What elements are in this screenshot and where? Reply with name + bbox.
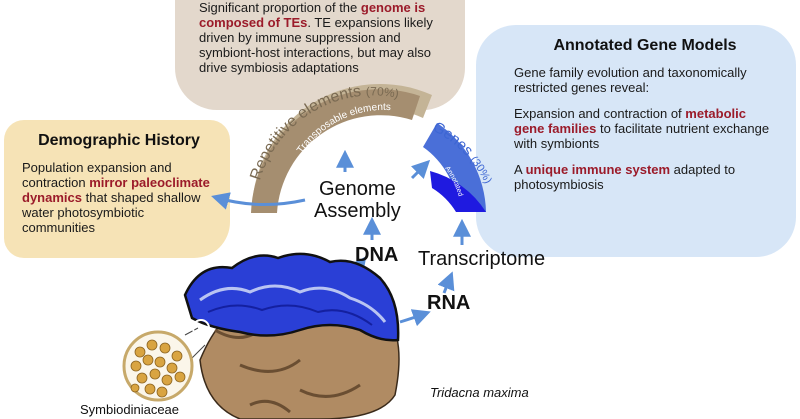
repetitive-ring-segment [251, 83, 432, 213]
te-highlight: genome is composed of TEs [199, 0, 426, 30]
gene-models-immune: A unique immune system adapted to photos… [514, 162, 776, 192]
te-text-part1: Significant proportion of the [199, 0, 361, 15]
arrow-rna-to-transcriptome [437, 271, 455, 294]
dna-label: DNA [355, 244, 399, 266]
genes-ring-segment [423, 123, 486, 212]
symbiont-label: Symbiodiniaceae [80, 402, 180, 417]
demographic-title: Demographic History [38, 132, 200, 149]
gene-models-title: Annotated Gene Models [553, 37, 737, 54]
demographic-history-callout: Demographic History Population expansion… [4, 120, 230, 258]
transcriptome-label: Transcriptome [418, 248, 546, 270]
demographic-highlight: mirror paleoclimate dynamics [22, 175, 210, 205]
genome-label-line1: Genome [318, 178, 396, 200]
immune-highlight: unique immune system [525, 162, 671, 177]
metabolic-text-part1: Expansion and contraction of [514, 106, 686, 121]
species-label: Tridacna maxima [430, 385, 529, 400]
genome-assembly-label: Genome Assembly [314, 178, 401, 222]
te-callout-text: Significant proportion of the genome is … [199, 0, 443, 75]
transposable-ring-segment [251, 89, 420, 213]
gene-models-metabolic: Expansion and contraction of metabolic g… [514, 106, 776, 151]
annotated-ring-segment [430, 171, 486, 212]
gene-models-intro: Gene family evolution and taxonomically … [514, 65, 747, 95]
demographic-text: Population expansion and contraction mir… [22, 160, 216, 235]
demographic-text-part2: that shaped shallow water photosymbiotic… [22, 190, 201, 235]
arrow-genome-to-demographic [211, 192, 306, 210]
te-text-part2: . TE expansions likely driven by immune … [199, 15, 433, 75]
immune-text-part1: A [514, 162, 526, 177]
genome-label-line2: Assembly [314, 200, 401, 222]
arrow-genome-to-genes [410, 159, 431, 180]
rna-label: RNA [427, 292, 471, 314]
symbiodiniaceae-inset [122, 319, 210, 402]
arrow-clam-to-rna [399, 309, 431, 327]
demographic-text-part1: Population expansion and contraction [22, 160, 172, 190]
te-proportion-callout: Significant proportion of the genome is … [175, 0, 465, 110]
immune-text-part2: adapted to photosymbiosis [514, 162, 736, 192]
metabolic-highlight: metabolic gene families [514, 106, 746, 136]
gene-models-callout: Annotated Gene Models Gene family evolut… [476, 25, 796, 257]
metabolic-text-part2: to facilitate nutrient exchange with sym… [514, 121, 770, 151]
giant-clam-illustration [183, 252, 400, 419]
